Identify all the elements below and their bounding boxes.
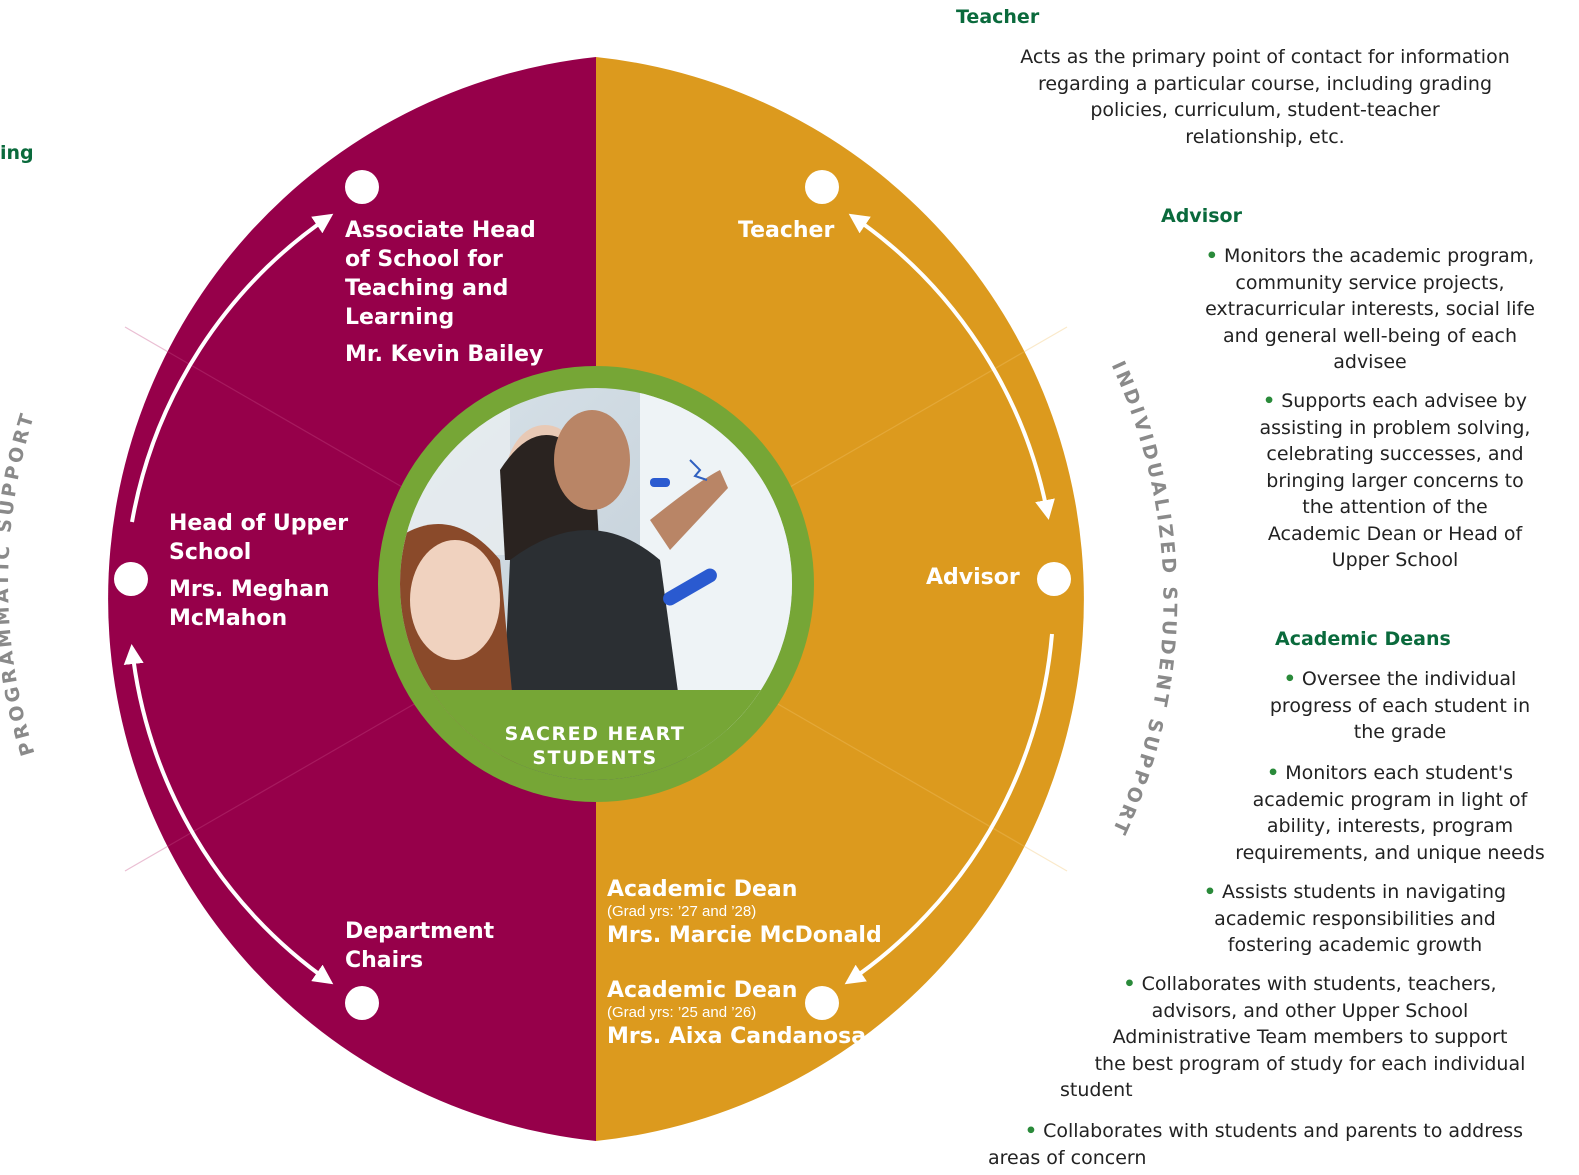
- academic-deans-heading: Academic Deans: [1275, 628, 1451, 650]
- deans-bullet-2: •Monitors each student's academic progra…: [1220, 760, 1560, 866]
- node-teacher: Teacher: [738, 218, 835, 243]
- advisor-b2-1: Supports each advisee by: [1281, 390, 1527, 412]
- deans-bullet-3: •Assists students in navigating academic…: [1170, 879, 1540, 959]
- head-upper-line-1: Head of Upper: [169, 511, 349, 536]
- deans-b1-1: Oversee the individual: [1301, 668, 1517, 690]
- deans-b5-1: Collaborates with students and parents t…: [1043, 1120, 1524, 1142]
- dean1-grad-years: (Grad yrs: ’27 and ’28): [607, 903, 757, 920]
- dean1-title: Academic Dean: [607, 877, 798, 902]
- advisor-b2-2: assisting in problem solving,: [1259, 416, 1531, 439]
- advisor-b2-7: Upper School: [1331, 549, 1459, 571]
- deans-bullet-1: •Oversee the individual progress of each…: [1250, 666, 1550, 746]
- arrow-head-to-associate: [130, 213, 334, 523]
- dean1-name: Mrs. Marcie McDonald: [607, 923, 882, 948]
- deans-b4-1: Collaborates with students, teachers,: [1141, 973, 1497, 995]
- center-label: SACRED HEART STUDENTS: [470, 722, 720, 770]
- advisor-bullet-1: •Monitors the academic program, communit…: [1180, 243, 1560, 376]
- node-associate-head: Associate Head of School for Teaching an…: [345, 216, 543, 369]
- node-dot-advisor: [1037, 562, 1071, 596]
- deans-bullet-5: •Collaborates with students and parents …: [984, 1118, 1564, 1171]
- advisor-b1-1: Monitors the academic program,: [1223, 245, 1535, 267]
- node-advisor: Advisor: [926, 565, 1020, 590]
- advisor-b2-5: the attention of the: [1302, 496, 1488, 518]
- dept-chairs-line-2: Chairs: [345, 948, 424, 973]
- deans-b4-2: advisors, and other Upper School: [1151, 999, 1469, 1022]
- deans-b2-4: requirements, and unique needs: [1235, 841, 1545, 864]
- teacher-description: Acts as the primary point of contact for…: [1000, 44, 1530, 150]
- dean2-grad-years: (Grad yrs: ’25 and ’26): [607, 1004, 757, 1021]
- head-upper-name-2: McMahon: [169, 606, 288, 631]
- individualized-support-label: INDIVIDUALIZED STUDENT SUPPORT: [1107, 358, 1181, 841]
- dept-chairs-line-1: Department: [345, 919, 495, 944]
- dean2-title: Academic Dean: [607, 978, 798, 1003]
- advisor-b1-2: community service projects,: [1235, 271, 1505, 294]
- teacher-text-3: policies, curriculum, student-teacher: [1090, 99, 1440, 121]
- advisor-heading: Advisor: [1161, 205, 1242, 227]
- arrows: [123, 213, 1055, 985]
- center-label-line1: SACRED HEART: [504, 723, 686, 745]
- associate-head-line-1: Associate Head: [345, 218, 536, 243]
- bullet-icon: •: [1267, 762, 1280, 784]
- teacher-text-2: regarding a particular course, including…: [1037, 72, 1493, 95]
- node-dot-teacher: [805, 170, 839, 204]
- deans-b2-2: academic program in light of: [1252, 788, 1528, 811]
- node-department-chairs: Department Chairs: [345, 917, 494, 975]
- bullet-icon: •: [1205, 245, 1218, 267]
- node-dot-head-upper: [114, 562, 148, 596]
- node-academic-dean-2: Academic Dean (Grad yrs: ’25 and ’26) Mr…: [607, 978, 866, 1050]
- deans-b1-3: the grade: [1353, 721, 1447, 743]
- deans-b2-3: ability, interests, program: [1266, 815, 1514, 837]
- head-upper-line-2: School: [169, 540, 252, 565]
- node-dot-dept-chairs: [345, 986, 379, 1020]
- node-academic-dean-1: Academic Dean (Grad yrs: ’27 and ’28) Mr…: [607, 877, 882, 949]
- advisor-b1-5: advisee: [1333, 351, 1407, 373]
- programmatic-support-text: PROGRAMMATIC SUPPORT: [0, 409, 36, 759]
- arrow-teacher-advisor: [848, 213, 1055, 520]
- programmatic-support-label: PROGRAMMATIC SUPPORT: [0, 409, 39, 759]
- node-dots: [114, 170, 1071, 1020]
- arrow-advisor-dean: [844, 633, 1054, 985]
- deans-bullet-4: •Collaborates with students, teachers, a…: [1060, 971, 1560, 1104]
- bullet-icon: •: [1123, 973, 1136, 995]
- associate-head-line-4: Learning: [345, 305, 455, 330]
- advisor-bullet-2: •Supports each advisee by assisting in p…: [1245, 388, 1545, 574]
- individualized-support-text: INDIVIDUALIZED STUDENT SUPPORT: [1107, 358, 1178, 841]
- node-dot-associate-head: [345, 170, 379, 204]
- bullet-icon: •: [1283, 668, 1296, 690]
- left-heading-fragment: ing: [0, 142, 34, 164]
- deans-b2-1: Monitors each student's: [1285, 762, 1513, 784]
- associate-head-line-2: of School for: [345, 247, 503, 272]
- advisor-b1-3: extracurricular interests, social life: [1205, 298, 1535, 320]
- teacher-text-1: Acts as the primary point of contact for…: [1020, 46, 1510, 68]
- deans-b3-1: Assists students in navigating: [1222, 881, 1507, 903]
- teacher-text-4: relationship, etc.: [1185, 125, 1345, 148]
- bullet-icon: •: [1024, 1120, 1038, 1142]
- arrow-head-dept-chairs: [123, 644, 334, 985]
- associate-head-line-3: Teaching and: [345, 276, 509, 301]
- deans-b4-4: the best program of study for each indiv…: [1094, 1052, 1526, 1075]
- deans-b4-3: Administrative Team members to support: [1112, 1026, 1508, 1048]
- bullet-icon: •: [1263, 390, 1276, 412]
- deans-b1-2: progress of each student in: [1269, 694, 1531, 717]
- associate-head-name: Mr. Kevin Bailey: [345, 342, 544, 367]
- node-dot-academic-dean: [805, 986, 839, 1020]
- deans-b5-2: areas of concern: [988, 1146, 1147, 1169]
- bullet-icon: •: [1203, 881, 1217, 903]
- advisor-b1-4: and general well-being of each: [1222, 324, 1518, 347]
- center-label-line2: STUDENTS: [532, 747, 658, 769]
- teacher-heading: Teacher: [956, 6, 1040, 28]
- dean2-name: Mrs. Aixa Candanosa: [607, 1024, 867, 1049]
- advisor-b2-3: celebrating successes, and: [1266, 443, 1524, 465]
- advisor-b2-4: bringing larger concerns to: [1266, 469, 1524, 492]
- deans-b3-2: academic responsibilities and: [1214, 907, 1496, 930]
- advisor-b2-6: Academic Dean or Head of: [1267, 522, 1523, 545]
- node-head-upper-school: Head of Upper School Mrs. Meghan McMahon: [169, 509, 348, 633]
- head-upper-name-1: Mrs. Meghan: [169, 577, 330, 602]
- deans-b4-5: student: [1060, 1079, 1133, 1101]
- deans-b3-3: fostering academic growth: [1227, 934, 1483, 956]
